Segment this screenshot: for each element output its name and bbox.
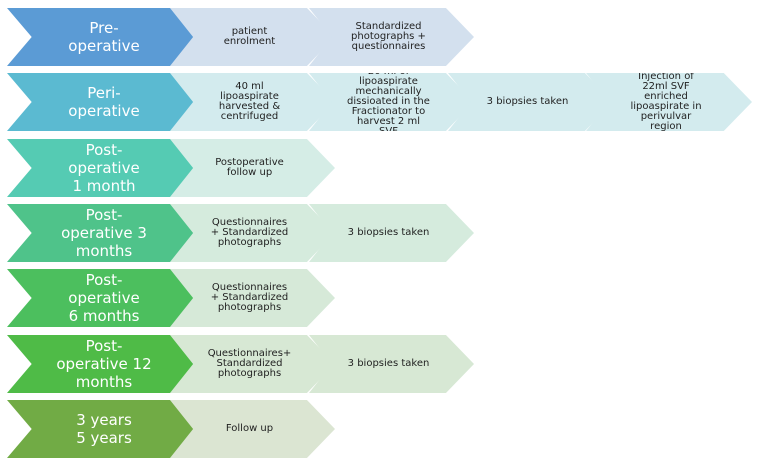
step-label: 3 biopsies taken bbox=[347, 227, 430, 238]
timeline-row-post-operative-3-months: Post- operative 3 months Questionnaires … bbox=[0, 204, 762, 262]
step-chevron: Postoperative follow up bbox=[170, 139, 335, 197]
step-chevron: 20 ml of lipoaspirate mechanically dissi… bbox=[309, 73, 474, 131]
stage-label: Pre- operative bbox=[68, 19, 140, 55]
timeline-row-post-operative-12-months: Post- operative 12 months Questionnaires… bbox=[0, 335, 762, 393]
stage-label: Post- operative 3 months bbox=[61, 206, 147, 260]
step-label: Follow up bbox=[225, 423, 274, 434]
step-label: Questionnaires + Standardized photograph… bbox=[210, 217, 289, 248]
stage-chevron-post-operative-1-month: Post- operative 1 month bbox=[7, 139, 197, 197]
step-chevron: 3 biopsies taken bbox=[309, 204, 474, 262]
stage-chevron-long-term: 3 years 5 years bbox=[7, 400, 197, 458]
step-chevron: Questionnaires + Standardized photograph… bbox=[170, 204, 335, 262]
timeline-row-pre-operative: Pre- operative patient enrolment Standar… bbox=[0, 8, 762, 66]
step-label: 20 ml of lipoaspirate mechanically dissi… bbox=[347, 66, 430, 137]
stage-label: Post- operative 1 month bbox=[68, 141, 140, 195]
stage-chevron-peri-operative: Peri- operative bbox=[7, 73, 197, 131]
step-chevron: 3 biopsies taken bbox=[309, 335, 474, 393]
stage-chevron-post-operative-3-months: Post- operative 3 months bbox=[7, 204, 197, 262]
step-chevron: 40 ml lipoaspirate harvested & centrifug… bbox=[170, 73, 335, 131]
step-label: 3 biopsies taken bbox=[347, 358, 430, 369]
step-label: Questionnaires+ Standardized photographs bbox=[207, 348, 292, 379]
step-chevron: Injection of 22ml SVF enriched lipoaspir… bbox=[586, 73, 752, 131]
stage-chevron-post-operative-6-months: Post- operative 6 months bbox=[7, 269, 197, 327]
step-chevron: Follow up bbox=[170, 400, 335, 458]
step-label: Injection of 22ml SVF enriched lipoaspir… bbox=[630, 71, 702, 132]
stage-chevron-pre-operative: Pre- operative bbox=[7, 8, 197, 66]
step-label: Questionnaires + Standardized photograph… bbox=[210, 282, 289, 313]
timeline-row-post-operative-6-months: Post- operative 6 months Questionnaires … bbox=[0, 269, 762, 327]
stage-label: Post- operative 12 months bbox=[56, 337, 152, 391]
stage-label: Peri- operative bbox=[68, 84, 140, 120]
timeline-row-peri-operative: Peri- operative 40 ml lipoaspirate harve… bbox=[0, 73, 762, 131]
step-chevron: patient enrolment bbox=[170, 8, 335, 66]
step-label: Standardized photographs + questionnaire… bbox=[351, 21, 426, 52]
step-chevron: Questionnaires+ Standardized photographs bbox=[170, 335, 335, 393]
timeline-row-post-operative-1-month: Post- operative 1 month Postoperative fo… bbox=[0, 139, 762, 197]
step-label: Postoperative follow up bbox=[215, 157, 284, 178]
stage-chevron-post-operative-12-months: Post- operative 12 months bbox=[7, 335, 197, 393]
step-chevron: 3 biopsies taken bbox=[448, 73, 613, 131]
stage-label: 3 years 5 years bbox=[76, 411, 132, 447]
step-label: patient enrolment bbox=[223, 26, 276, 47]
step-label: 3 biopsies taken bbox=[486, 96, 569, 107]
stage-label: Post- operative 6 months bbox=[68, 271, 140, 325]
timeline-row-long-term: 3 years 5 years Follow up bbox=[0, 400, 762, 458]
step-chevron: Questionnaires + Standardized photograph… bbox=[170, 269, 335, 327]
step-chevron: Standardized photographs + questionnaire… bbox=[309, 8, 474, 66]
step-label: 40 ml lipoaspirate harvested & centrifug… bbox=[218, 81, 281, 122]
